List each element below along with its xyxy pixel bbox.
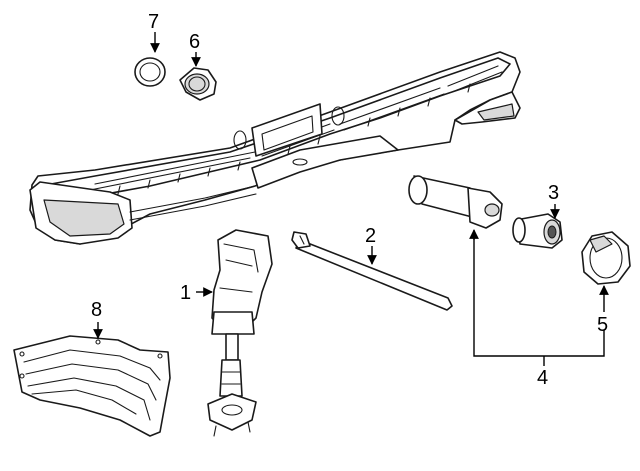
park-assist-sensor bbox=[408, 175, 503, 229]
callout-1: 1 bbox=[180, 282, 191, 304]
jack-handle-rod bbox=[291, 231, 453, 311]
leader-lines bbox=[93, 32, 609, 366]
sensor-retainer bbox=[512, 213, 563, 249]
callout-3: 3 bbox=[548, 182, 559, 204]
sensor-bezel bbox=[581, 231, 631, 285]
grommet-ring bbox=[134, 57, 166, 87]
callout-7: 7 bbox=[148, 11, 159, 33]
bumper-shield bbox=[13, 335, 171, 437]
callout-2: 2 bbox=[365, 225, 376, 247]
callout-6: 6 bbox=[189, 31, 200, 53]
plug-cap bbox=[179, 67, 217, 101]
callout-5: 5 bbox=[597, 314, 608, 336]
spare-tire-hoist bbox=[207, 229, 273, 437]
callout-4: 4 bbox=[537, 367, 548, 389]
rear-bumper bbox=[29, 51, 521, 245]
callout-8: 8 bbox=[91, 299, 102, 321]
